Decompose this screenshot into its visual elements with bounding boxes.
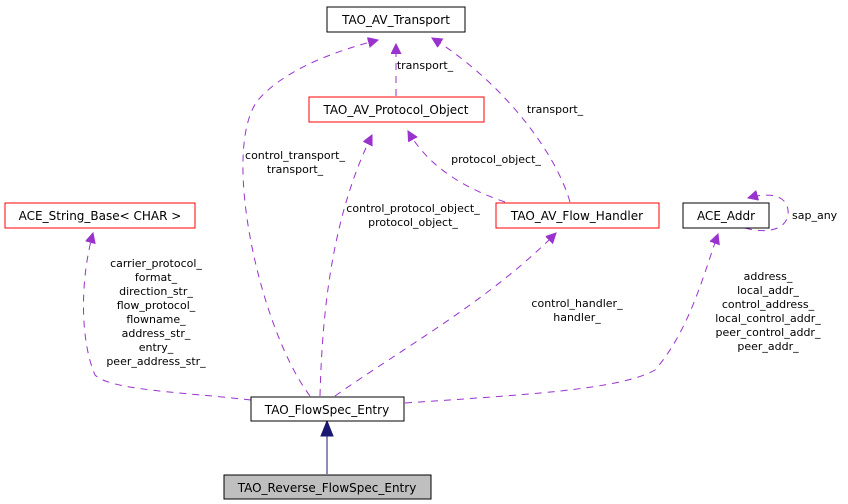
edge-label: flow_protocol_: [117, 299, 196, 312]
node-box: [223, 474, 432, 500]
edge-label: sap_any: [792, 209, 838, 222]
node-tao-reverse-flowspec-entry: TAO_Reverse_FlowSpec_Entry: [223, 474, 432, 500]
edge-label: flowname_: [126, 313, 186, 326]
edge-fh-to-po: [408, 131, 506, 203]
node-label: TAO_FlowSpec_Entry: [264, 403, 389, 417]
edge-label: peer_address_str_: [106, 355, 206, 368]
edge-label: protocol_object_: [451, 153, 541, 166]
node-tao-flowspec-entry[interactable]: TAO_FlowSpec_Entry: [250, 396, 405, 422]
edge-label-group-string: carrier_protocol_ format_ direction_str_…: [106, 257, 206, 368]
edge-label: peer_addr_: [737, 340, 799, 353]
edge-label: entry_: [139, 341, 174, 354]
edge-label: transport_: [527, 103, 584, 116]
node-label: ACE_Addr: [697, 209, 755, 223]
node-box: [250, 396, 405, 422]
node-box: [326, 6, 466, 33]
edge-label: control_transport_: [245, 149, 345, 162]
node-label: TAO_AV_Flow_Handler: [510, 209, 643, 223]
node-label: TAO_AV_Transport: [341, 13, 450, 27]
edge-label: handler_: [553, 311, 601, 324]
edge-label: control_protocol_object_: [346, 202, 480, 215]
edge-label-group-addr: address_ local_addr_ control_address_ lo…: [715, 270, 821, 353]
node-label: TAO_Reverse_FlowSpec_Entry: [237, 481, 417, 495]
edge-label: local_addr_: [737, 284, 799, 297]
node-box: [4, 202, 196, 229]
edge-label: control_address_: [722, 298, 815, 311]
node-label: TAO_AV_Protocol_Object: [323, 103, 469, 117]
edge-fe-to-string: [83, 233, 252, 401]
edge-label: transport_: [397, 59, 454, 72]
node-tao-av-flow-handler[interactable]: TAO_AV_Flow_Handler: [495, 202, 660, 229]
node-ace-addr[interactable]: ACE_Addr: [682, 202, 770, 229]
edge-label: local_control_addr_: [715, 312, 821, 325]
edge-label: address_: [744, 270, 793, 283]
edge-addr-self: [744, 195, 789, 232]
edge-label: direction_str_: [119, 285, 193, 298]
node-box: [682, 202, 770, 229]
edge-fe-to-fh: [334, 233, 556, 397]
inherit-arrowhead: [320, 419, 334, 437]
edge-label: control_handler_: [531, 297, 623, 310]
edge-fh-to-transport: [432, 38, 571, 203]
node-box: [308, 96, 485, 123]
edge-fe-to-transport: [242, 40, 378, 397]
edge-label: address_str_: [122, 327, 191, 340]
node-ace-string-base[interactable]: ACE_String_Base< CHAR >: [4, 202, 196, 229]
node-box: [495, 202, 660, 229]
edge-fe-to-po: [319, 135, 372, 397]
edge-label: peer_control_addr_: [716, 326, 821, 339]
node-label: ACE_String_Base< CHAR >: [19, 209, 182, 223]
edge-label: protocol_object_: [368, 216, 458, 229]
node-tao-av-protocol-object[interactable]: TAO_AV_Protocol_Object: [308, 96, 485, 123]
edge-label: carrier_protocol_: [110, 257, 202, 270]
edge-label: format_: [135, 271, 178, 284]
edge-fe-to-addr: [404, 234, 718, 404]
edge-label: transport_: [267, 163, 324, 176]
node-tao-av-transport[interactable]: TAO_AV_Transport: [326, 6, 466, 33]
